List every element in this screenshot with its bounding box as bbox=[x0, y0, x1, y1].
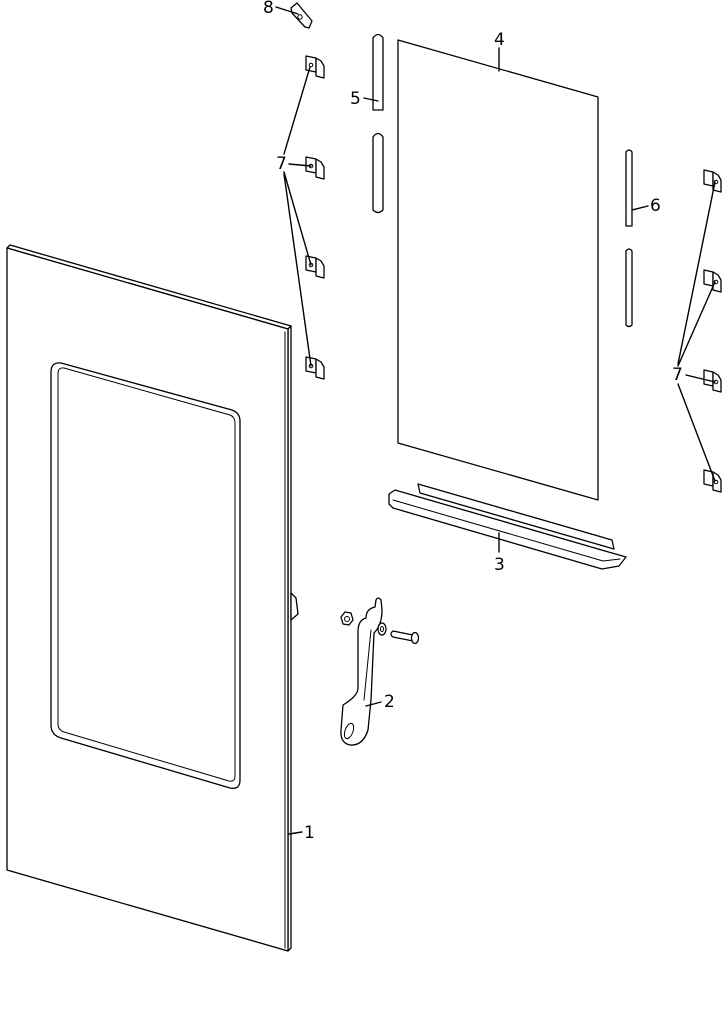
callout-2: 2 bbox=[384, 692, 395, 712]
callout-7-right: 7 bbox=[672, 365, 683, 385]
callout-7-left: 7 bbox=[276, 154, 287, 174]
part-7-clips-right bbox=[703, 169, 722, 493]
part-8-hinge-clip bbox=[290, 2, 313, 29]
callout-6: 6 bbox=[650, 196, 661, 216]
part-6-right-pins bbox=[625, 149, 633, 328]
part-3-bottom-rail bbox=[388, 483, 627, 570]
part-5-left-pins bbox=[372, 33, 384, 214]
leader-lines bbox=[275, 6, 716, 835]
callout-4: 4 bbox=[494, 30, 505, 50]
part-2-latch-bracket bbox=[340, 597, 420, 746]
callout-8: 8 bbox=[263, 0, 274, 18]
part-4-glass-pane bbox=[397, 39, 599, 501]
part-7-clips-left bbox=[305, 55, 325, 380]
callout-3: 3 bbox=[494, 555, 505, 575]
callout-1: 1 bbox=[304, 823, 315, 843]
part-1-door-frame bbox=[6, 244, 299, 952]
callout-5: 5 bbox=[350, 89, 361, 109]
